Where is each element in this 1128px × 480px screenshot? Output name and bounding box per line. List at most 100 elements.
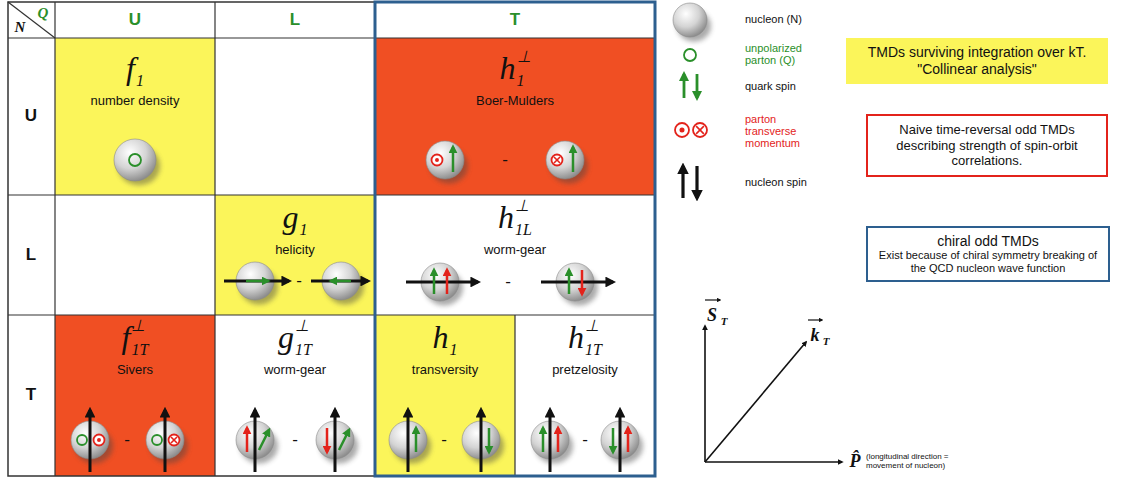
unpolarized-parton (152, 435, 162, 445)
tmd-name: Boer-Mulders (476, 93, 554, 108)
unpolarized-parton (684, 49, 696, 61)
table-header: T (26, 385, 36, 405)
cell-fill (375, 315, 515, 476)
tmd-cell: g⊥1Tworm-gear (215, 315, 375, 476)
function-symbol: g (278, 321, 294, 353)
subscript: 1T (295, 342, 312, 358)
grid-line (8, 314, 655, 315)
table-border (8, 2, 655, 476)
index-stack: ⊥1 (517, 52, 531, 84)
superscript: ⊥ (517, 49, 531, 65)
grid-line (8, 2, 55, 38)
index-stack: 1 (300, 201, 308, 233)
spin-arrow (311, 280, 368, 283)
spin-arrow (407, 410, 410, 472)
spin-arrow (619, 410, 622, 472)
subscript: 1 (517, 73, 531, 89)
minus-sign: - (505, 272, 511, 292)
axis-label: T (823, 335, 830, 347)
spin-arrow (406, 281, 478, 284)
cell-fill (55, 38, 215, 195)
box-text: TMDs surviving integration over kT. "Col… (854, 44, 1100, 78)
spin-arrow (334, 410, 337, 472)
tmd-name: Sivers (117, 362, 153, 377)
subscript: 1 (136, 73, 144, 89)
cell-fill (55, 315, 215, 476)
nucleon (673, 3, 707, 37)
momentum-cross (171, 437, 177, 443)
cell-fill (215, 195, 375, 315)
index-stack: ⊥1T (131, 321, 148, 353)
axis-note: (longitudinal direction = movement of nu… (866, 452, 986, 470)
momentum-cross (696, 126, 704, 134)
tmd-cell: h⊥1Tpretzelosity (515, 315, 655, 476)
legend-text: unpolarized parton (Q) (745, 42, 827, 66)
spin-arrow (627, 428, 630, 452)
function-symbol: f (126, 52, 135, 84)
tmd-name: transversity (412, 362, 478, 377)
tmd-cell: h⊥1Lworm-gear (375, 195, 655, 315)
spin-arrow (246, 280, 268, 283)
superscript: ⊥ (131, 318, 148, 334)
momentum-dot (97, 438, 101, 442)
table-header: U (129, 10, 141, 30)
minus-sign: - (441, 430, 447, 450)
table-header: L (290, 10, 300, 30)
axis-label: S (707, 305, 717, 326)
tmd-symbol: h1 (433, 321, 458, 353)
subscript: 1L (515, 222, 532, 238)
superscript: ⊥ (585, 318, 602, 334)
momentum-symbol (675, 123, 689, 137)
momentum-cross (696, 126, 704, 134)
axis-label: k (811, 325, 820, 346)
spin-arrow (705, 342, 806, 462)
spin-arrow (541, 281, 613, 284)
tmd-symbol: h⊥1T (568, 321, 602, 353)
momentum-cross (554, 157, 560, 163)
index-stack: 1 (136, 52, 144, 84)
note-box: Naive time-reversal odd TMDs describing … (866, 114, 1108, 177)
spin-arrow (705, 461, 842, 463)
index-stack: ⊥1L (515, 201, 532, 233)
tmd-name: helicity (275, 242, 315, 257)
spin-arrow (568, 270, 571, 294)
spin-arrow (246, 428, 249, 452)
spin-arrow (549, 410, 552, 472)
nucleon (546, 141, 584, 179)
momentum-symbol (693, 123, 707, 137)
function-symbol: h (498, 201, 514, 233)
momentum-cross (171, 437, 177, 443)
spin-arrow (339, 430, 349, 450)
legend-text: parton transverse momentum (745, 113, 811, 149)
table-header: N (15, 19, 26, 36)
grid-line (514, 315, 515, 476)
note-box: TMDs surviving integration over kT. "Col… (846, 38, 1108, 84)
tmd-symbol: g⊥1T (278, 321, 312, 353)
subscript: 1T (585, 342, 602, 358)
tmd-symbol: f⊥1T (122, 321, 149, 353)
tmd-symbol: h⊥1 (500, 52, 531, 84)
spin-arrow (331, 280, 351, 283)
momentum-symbol (94, 435, 105, 446)
unpolarized-parton (129, 154, 141, 166)
spin-arrow (542, 428, 545, 452)
tmd-cell: g1helicity (215, 195, 375, 315)
table-header: T (510, 10, 520, 30)
spin-arrow (704, 326, 706, 462)
tmd-cell: f1number density (55, 38, 215, 195)
superscript: ⊥ (295, 318, 312, 334)
subscript: 1 (300, 222, 308, 238)
spin-arrow (612, 428, 615, 452)
momentum-symbol (552, 155, 563, 166)
spin-arrow (681, 166, 684, 198)
index-stack: ⊥1T (585, 321, 602, 353)
note-box: chiral odd TMDsExist because of chiral s… (866, 226, 1110, 282)
spin-arrow (259, 430, 269, 450)
minus-sign: - (296, 271, 302, 291)
spin-arrow (452, 147, 455, 172)
minus-sign: - (502, 150, 508, 170)
momentum-symbol (169, 435, 180, 446)
spin-arrow (683, 74, 686, 98)
tmd-name: pretzelosity (552, 362, 618, 377)
function-symbol: h (568, 321, 584, 353)
